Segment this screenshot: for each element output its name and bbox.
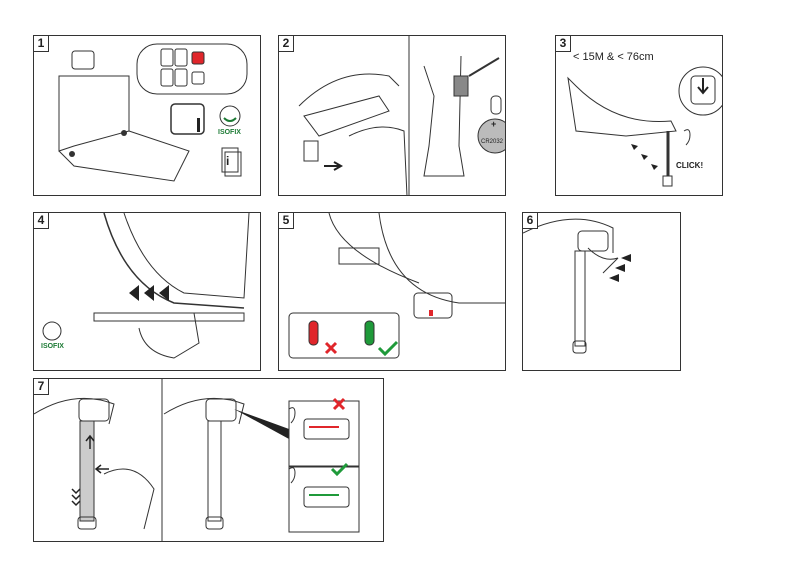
red-indicator-icon — [308, 320, 319, 346]
info-label: i — [226, 154, 230, 168]
correct-icon — [330, 462, 349, 477]
info-manual-icon — [221, 147, 239, 173]
ear-icon — [288, 467, 296, 484]
battery-icon — [477, 118, 505, 154]
ear-icon — [288, 407, 296, 424]
step-number: 1 — [34, 36, 49, 52]
car-top-view-icon — [136, 43, 248, 95]
isofix-label: ISOFIX — [218, 129, 241, 136]
step-7-panel: 7 — [33, 378, 384, 542]
step-number: 5 — [279, 213, 294, 229]
step-4-panel: 4 ISOFIX — [33, 212, 261, 371]
isofix-connector-illustration — [42, 213, 250, 359]
base-leg-illustration — [567, 66, 722, 187]
indicator-illustration — [288, 213, 505, 359]
step-number: 4 — [34, 213, 49, 229]
support-leg-illustration — [523, 218, 631, 354]
correct-icon — [377, 340, 399, 357]
step-3-panel: 3 < 15M & < 76cm CLICK! — [555, 35, 723, 196]
isofix-label: ISOFIX — [41, 343, 64, 350]
step-number: 7 — [34, 379, 49, 395]
step-6-panel: 6 — [522, 212, 681, 371]
ear-icon — [683, 129, 691, 146]
step-number: 2 — [279, 36, 294, 52]
battery-polarity: + — [491, 119, 497, 129]
isofix-logo-icon — [42, 321, 62, 341]
isofix-logo-icon — [219, 105, 241, 127]
step-number: 6 — [523, 213, 538, 229]
step-5-panel: 5 — [278, 212, 506, 371]
car-seat-illustration — [58, 43, 248, 182]
battery-label: CR2032 — [481, 139, 504, 145]
green-indicator-icon — [364, 320, 375, 346]
wrong-icon — [332, 397, 346, 411]
step-1-panel: 1 ISOFIX i — [33, 35, 261, 196]
leg-adjustment-illustration — [34, 379, 360, 541]
step-2-panel: 2 + CR2032 — [278, 35, 506, 196]
step-number: 3 — [556, 36, 571, 52]
click-label: CLICK! — [676, 161, 704, 170]
child-seat-icon — [170, 103, 205, 135]
wrong-icon — [324, 341, 338, 355]
base-battery-illustration — [298, 36, 505, 195]
height-condition: < 15M & < 76cm — [573, 51, 654, 63]
